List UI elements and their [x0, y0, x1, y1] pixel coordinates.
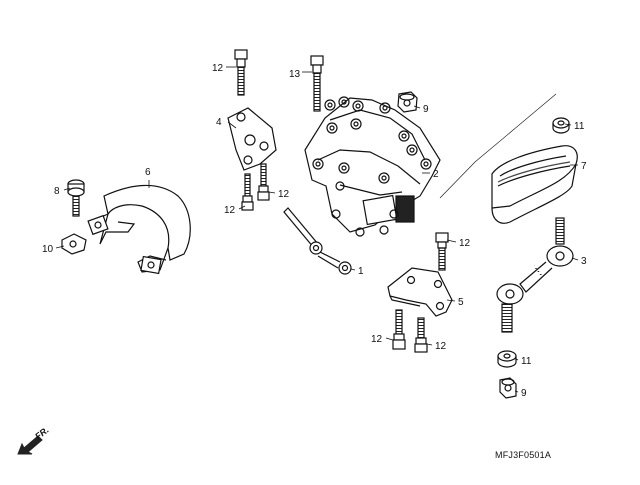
- callout-9: 9: [423, 104, 429, 115]
- nut-9-top: [397, 91, 418, 113]
- callout-10: 10: [42, 244, 54, 255]
- collar-11-bottom: [497, 350, 517, 368]
- clip-nut-10: [61, 233, 87, 255]
- callout-11: 11: [521, 356, 532, 367]
- bolt-12-left-b: [257, 163, 270, 201]
- callout-4: 4: [216, 117, 222, 128]
- bolt-12-top: [234, 49, 248, 96]
- callout-12: 12: [278, 189, 290, 200]
- callout-5: 5: [458, 297, 464, 308]
- callout-12: 12: [224, 205, 236, 216]
- callout-1: 1: [358, 266, 364, 277]
- bracket-5: [387, 267, 453, 317]
- front-direction-arrow-icon: FR.: [17, 425, 51, 455]
- main-assembly-2: [304, 96, 441, 237]
- diagram-code: MFJ3F0501A: [495, 450, 551, 460]
- link-rod-3: [496, 217, 574, 333]
- callout-12: 12: [371, 334, 383, 345]
- callout-12: 12: [212, 63, 224, 74]
- callout-6: 6: [145, 167, 151, 178]
- callout-3: 3: [581, 256, 587, 267]
- callout-7: 7: [581, 161, 587, 172]
- callout-labels: 12 13 9 4 11 7 6 2 8 12 12 10 12 3 1 5 1…: [42, 63, 587, 399]
- bolt-8: [67, 179, 85, 217]
- callout-13: 13: [289, 69, 301, 80]
- bolt-13: [310, 55, 324, 112]
- callout-9: 9: [521, 388, 527, 399]
- callout-12: 12: [459, 238, 471, 249]
- nut-9-bottom: [499, 377, 517, 399]
- cover-6: [87, 184, 191, 275]
- handle-7: [491, 145, 578, 224]
- callout-12: 12: [435, 341, 447, 352]
- collar-11-top: [552, 117, 570, 134]
- callout-11: 11: [574, 121, 585, 132]
- bolt-12-left-a: [241, 173, 254, 211]
- bracket-4: [227, 107, 277, 171]
- bolt-12-bottom-b: [414, 317, 428, 353]
- leader-lines: [55, 66, 579, 393]
- callout-2: 2: [433, 169, 439, 180]
- bolt-12-bottom-a: [392, 309, 406, 350]
- rod-1: [283, 207, 352, 275]
- callout-8: 8: [54, 186, 60, 197]
- bolt-12-mid: [435, 232, 449, 271]
